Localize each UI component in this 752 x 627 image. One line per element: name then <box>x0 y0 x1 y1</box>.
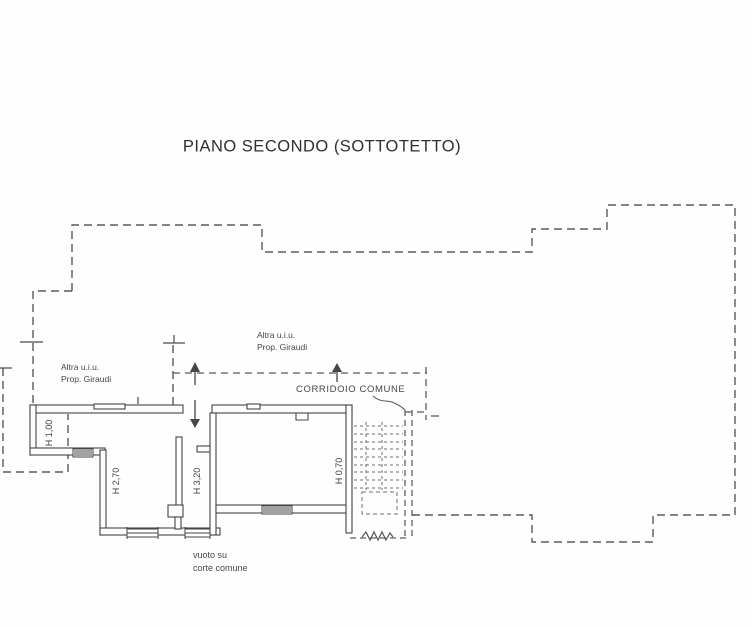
label-common-corridor: CORRIDOIO COMUNE <box>296 384 406 395</box>
entrance-arrows <box>190 362 342 428</box>
staircase <box>354 422 403 515</box>
wall-top-notch-2 <box>246 403 261 410</box>
label-adjacent-unit-top-line1: Altra u.i.u. <box>257 330 296 340</box>
corridor-dashed-line <box>173 367 427 420</box>
windows <box>72 448 293 539</box>
stair-break-line <box>361 530 394 542</box>
label-adjacent-unit-top: Altra u.i.u. Prop. Giraudi <box>257 330 307 353</box>
stairwell-dashed-walls <box>350 410 413 540</box>
wall-divider-1 <box>175 436 183 512</box>
label-void-courtyard-line1: vuoto su <box>193 550 228 560</box>
plan-title: PIANO SECONDO (SOTTOTETTO) <box>182 137 462 156</box>
window-bottom-2 <box>184 527 211 539</box>
label-void-courtyard-line2: corte comune <box>193 563 248 573</box>
label-adjacent-unit-left-line1: Altra u.i.u. <box>61 362 100 372</box>
wall-top-right <box>211 404 353 414</box>
window-bottom-1 <box>126 527 159 539</box>
height-label-room-left: H 2,70 <box>111 467 121 495</box>
wall-top-notch-1 <box>93 403 126 410</box>
door-jamb-marks <box>295 413 309 421</box>
wall-right <box>345 404 353 534</box>
wall-divider-2 <box>209 412 217 536</box>
label-adjacent-unit-left-line2: Prop. Giraudi <box>61 373 112 384</box>
wall-niche-bottom <box>29 447 106 456</box>
label-adjacent-unit-left: Altra u.i.u. Prop. Giraudi <box>61 362 111 385</box>
window-niche <box>72 448 94 458</box>
solid-walls <box>29 403 353 536</box>
height-label-room-middle: H 3,20 <box>192 467 202 495</box>
label-void-courtyard: vuoto su corte comune <box>193 549 248 575</box>
wall-room-left <box>99 449 107 536</box>
height-label-niche: H 1,00 <box>44 419 54 447</box>
label-adjacent-unit-top-line2: Prop. Giraudi <box>257 341 308 352</box>
wall-divider-1-pier <box>167 504 184 518</box>
wall-divider-2-stub <box>196 445 211 453</box>
height-label-room-right: H 0,70 <box>334 457 344 485</box>
wall-bottom <box>99 527 221 536</box>
survey-ticks <box>0 335 439 417</box>
window-right-strip <box>261 505 293 515</box>
dashed-property-boundary <box>2 204 736 543</box>
corridor-leader-line <box>372 395 406 411</box>
wall-divider-1-stem <box>174 516 182 530</box>
